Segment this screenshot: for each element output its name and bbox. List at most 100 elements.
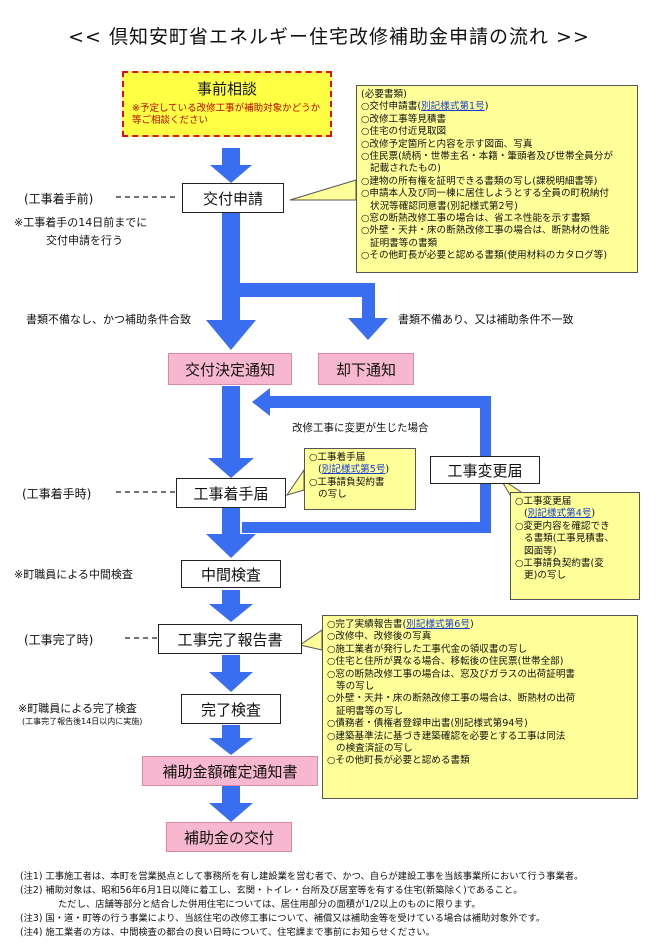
- arrow-to-final: [209, 655, 253, 692]
- note-item: ○その他町長が必要と認める書類: [327, 755, 470, 767]
- change-loop-bottom: [242, 522, 491, 533]
- label-change-occurred: 改修工事に変更が生じた場合: [292, 422, 429, 434]
- change-loop-right-upper: [480, 396, 491, 456]
- note-item: ○交付申請書(別記様式第1号): [361, 101, 489, 113]
- decision-box: 交付決定通知: [168, 353, 292, 385]
- label-before-note-2: 交付申請を行う: [46, 234, 123, 247]
- note-item: ○その他町長が必要と認める書類(使用材料のカタログ等): [361, 250, 608, 262]
- note-item: 更)の写し: [524, 570, 567, 582]
- footnote-2: (注2) 補助対象は、昭和56年6月1日以降に着工し、玄関・トイレ・台所及び居室…: [20, 885, 523, 896]
- arrow-to-rejection: [348, 297, 388, 340]
- note-item: ○窓の断熱改修工事の場合は、省エネ性能を示す書類: [361, 213, 591, 225]
- label-interim-by-staff: ※町職員による中間検査: [14, 568, 133, 581]
- note-item: 証明書等の写し: [336, 705, 404, 717]
- application-docs-heading: (必要書類): [361, 89, 407, 100]
- start-box: 工事着手届: [176, 478, 286, 508]
- application-box: 交付申請: [182, 183, 284, 213]
- note-item: の写し: [318, 489, 347, 501]
- form-link[interactable]: 別記様式第5号: [321, 464, 386, 476]
- arrow-application-trunk: [222, 213, 240, 295]
- start-docs-note: ○工事着手届(別記様式第5号)○工事請負契約書の写し: [304, 448, 416, 510]
- label-at-completion: (工事完了時): [24, 633, 94, 647]
- footnote-2-cont: ただし、店舗等部分と結合した併用住宅については、居住用部分の面積が1/2以上のも…: [58, 899, 481, 910]
- note-item: ○住民票(続柄・世帯主名・本籍・筆頭者及び世帯全員分が: [361, 151, 613, 163]
- amount-notice-box: 補助金額確定通知書: [142, 756, 318, 786]
- completion-report-box: 工事完了報告書: [158, 624, 302, 654]
- change-docs-list: ○工事変更届(別記様式第4号)○変更内容を確認できる書類(工事見積書、図面等)○…: [515, 496, 635, 583]
- note-item: 状況等確認同意書(別記様式第2号): [370, 200, 518, 212]
- note-item: ○外壁・天井・床の断熱改修工事の場合は、断熱材の性能: [361, 225, 610, 237]
- label-at-start: (工事着手時): [22, 487, 92, 501]
- change-loop-head: [252, 388, 270, 416]
- arrow-to-completion: [209, 590, 253, 622]
- callout-pointer-start: [285, 468, 305, 496]
- consult-title: 事前相談: [196, 80, 257, 98]
- label-ng: 書類不備あり、又は補助条件不一致: [398, 313, 574, 326]
- note-item: ○建築基準法に基づき建築確認を必要とする工事は同法: [327, 730, 566, 742]
- arrow-start-trunk: [222, 507, 240, 529]
- interim-box: 中間検査: [181, 560, 281, 588]
- label-final-by-staff-sub: (工事完了報告後14日以内に実施): [22, 717, 143, 726]
- change-docs-note: ○工事変更届(別記様式第4号)○変更内容を確認できる書類(工事見積書、図面等)○…: [510, 492, 640, 600]
- form-link[interactable]: 別記様式第1号: [421, 101, 485, 113]
- rejection-box: 却下通知: [318, 353, 414, 385]
- callout-pointer-completion: [298, 629, 323, 651]
- note-item: ○住宅と住所が異なる場合、移転後の住民票(世帯全部): [327, 656, 564, 668]
- footnote-3: (注3) 国・道・町等の行う事業により、当該住宅の改修工事について、補償又は補助…: [20, 913, 546, 924]
- note-item: 図面等): [524, 545, 557, 557]
- note-item: ○外壁・天井・床の断熱改修工事の場合は、断熱材の出荷: [327, 693, 576, 705]
- note-item: ○改修予定箇所と内容を示す図面、写真: [361, 138, 533, 150]
- note-item: 記載されたもの): [370, 163, 441, 175]
- note-item: 等の写し: [336, 681, 375, 693]
- application-docs-list: ○交付申請書(別記様式第1号)○改修工事等見積書○住宅の付近見取図○改修予定箇所…: [361, 101, 633, 262]
- payment-box: 補助金の交付: [166, 822, 292, 852]
- note-item: ○施工業者が発行した工事代金の領収書の写し: [327, 643, 528, 655]
- note-item: の検査済証の写し: [336, 743, 413, 755]
- start-docs-list: ○工事着手届(別記様式第5号)○工事請負契約書の写し: [309, 452, 411, 502]
- label-final-by-staff: ※町職員による完了検査: [18, 702, 137, 715]
- change-loop-top: [265, 396, 485, 408]
- consult-note: ※予定している改修工事が補助対象かどうか等ご相談ください: [132, 103, 321, 126]
- note-item: ○工事変更届: [515, 496, 572, 507]
- note-item: ○建物の所有権を証明できる書類の写し(課税明細書等): [361, 175, 598, 187]
- arrow-to-payment: [209, 785, 253, 822]
- completion-docs-note: ○完了実績報告書(別記様式第6号)○改修中、改修後の写真○施工業者が発行した工事…: [322, 615, 638, 799]
- note-item: ○申請本人及び同一棟に居住しようとする全員の町税納付: [361, 188, 609, 200]
- note-item: る書類(工事見積書、: [524, 533, 615, 545]
- note-item: ○完了実績報告書(別記様式第6号): [327, 619, 474, 630]
- page-title: << 倶知安町省エネルギー住宅改修補助金申請の流れ >>: [68, 26, 590, 48]
- note-item: ○変更内容を確認でき: [515, 520, 610, 532]
- footnote-4: (注4) 施工業者の方は、中間検査の都合の良い日時について、住宅課まで事前にお知…: [20, 927, 435, 938]
- arrow-to-start: [208, 456, 254, 478]
- note-item: ○住宅の付近見取図: [361, 126, 447, 138]
- arrow-consult-to-application: [210, 148, 252, 183]
- note-item: (別記様式第5号): [318, 464, 390, 476]
- note-item: ○債務者・債権者登録申出書(別記様式第94号): [327, 718, 528, 730]
- final-inspection-box: 完了検査: [181, 694, 281, 724]
- arrow-branch-right: [240, 283, 375, 297]
- note-item: ○工事請負契約書(変: [515, 558, 604, 570]
- form-link[interactable]: 別記様式第4号: [527, 508, 592, 520]
- completion-docs-list: ○完了実績報告書(別記様式第6号)○改修中、改修後の写真○施工業者が発行した工事…: [327, 619, 633, 768]
- footnote-1: (注1) 工事施工者は、本町を営業拠点として事務所を有し建設業を営む者で、かつ、…: [20, 871, 584, 882]
- note-item: ○工事請負契約書: [309, 476, 385, 488]
- label-ok: 書類不備なし、かつ補助条件合致: [26, 313, 191, 326]
- change-box: 工事変更届: [430, 456, 540, 484]
- note-item: ○改修工事等見積書: [361, 113, 447, 125]
- arrow-decision-trunk: [222, 386, 240, 456]
- note-item: (別記様式第4号): [524, 508, 596, 520]
- arrow-to-interim: [206, 529, 256, 558]
- consult-box: 事前相談 ※予定している改修工事が補助対象かどうか等ご相談ください: [122, 71, 332, 137]
- form-link[interactable]: 別記様式第6号: [406, 619, 470, 630]
- note-item: ○工事着手届: [309, 452, 366, 463]
- arrow-to-amount: [209, 725, 253, 755]
- label-before-note-1: ※工事着手の14日前までに: [14, 216, 148, 229]
- note-item: 証明書等の書類: [370, 237, 438, 249]
- label-before-start: (工事着手前): [24, 192, 94, 206]
- change-loop-right-lower: [480, 478, 491, 528]
- arrow-to-decision: [206, 295, 256, 350]
- note-item: ○改修中、改修後の写真: [327, 631, 432, 643]
- callout-pointer-application: [289, 179, 357, 201]
- note-item: ○窓の断熱改修工事の場合は、窓及びガラスの出荷証明書: [327, 668, 576, 680]
